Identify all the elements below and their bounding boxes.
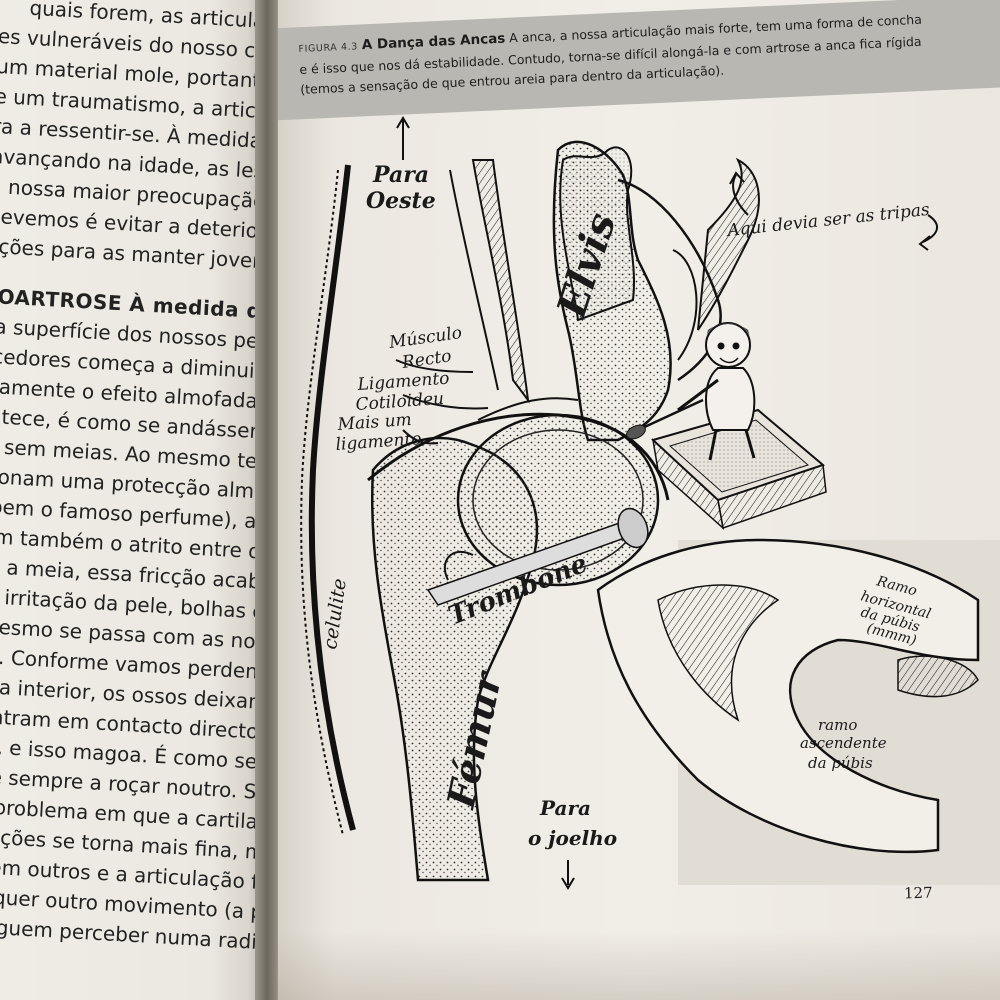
right-page: FIGURA 4.3 A Dança das Ancas A anca, a n… — [278, 0, 1000, 1000]
label-para-joelho-1: Para — [539, 796, 591, 820]
sandbox-drawing — [651, 408, 827, 531]
iliac-wing — [697, 157, 760, 331]
arrows — [395, 116, 938, 890]
worker-with-shovel-figure — [626, 322, 756, 461]
hip-joint-illustration: Para Oeste Elvis Aqui devia ser as tripa… — [300, 116, 1000, 890]
page-number: 127 — [903, 883, 933, 903]
label-para-oeste-2: Oeste — [366, 188, 436, 214]
label-para-joelho-2: o joelho — [528, 826, 617, 850]
rectus-muscle — [471, 159, 530, 404]
label-ramo-ascendente-3: da púbis — [808, 754, 873, 772]
left-page-text: quais forem, as articulaçõ es vulnerávei… — [0, 0, 262, 958]
label-ramo-ascendente-1: ramo — [818, 716, 857, 734]
left-page: quais forem, as articulaçõ es vulnerávei… — [0, 0, 262, 1000]
label-musculo-1: Músculo — [387, 323, 463, 353]
joint-capsule — [367, 412, 670, 501]
cellulite-outline — [308, 164, 356, 831]
label-ramo-ascendente-2: ascendente — [800, 734, 887, 752]
elvis-bone-region — [559, 146, 635, 322]
page-bottom-shadow — [278, 930, 1000, 1000]
label-para-oeste-1: Para — [372, 162, 429, 188]
label-celulite: celulite — [319, 577, 351, 651]
trombone-drawing — [426, 507, 649, 606]
